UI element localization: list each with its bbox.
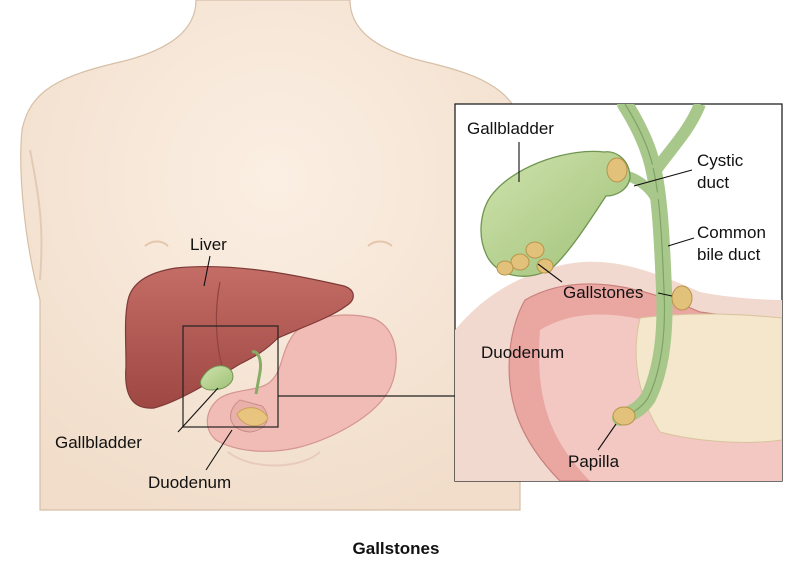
label-duodenum-inset: Duodenum xyxy=(481,343,564,362)
label-liver: Liver xyxy=(190,235,227,254)
label-papilla: Papilla xyxy=(568,452,620,471)
label-gallbladder-left: Gallbladder xyxy=(55,433,142,452)
stomach-duodenum-small xyxy=(206,314,397,467)
label-common-bile-duct-2: bile duct xyxy=(697,245,761,264)
label-gallstones: Gallstones xyxy=(563,283,643,302)
label-cystic-duct-1: Cystic xyxy=(697,151,744,170)
label-common-bile-duct-1: Common xyxy=(697,223,766,242)
label-duodenum-left: Duodenum xyxy=(148,473,231,492)
label-cystic-duct-2: duct xyxy=(697,173,729,192)
figure-caption: Gallstones xyxy=(353,539,440,558)
zoom-box xyxy=(182,325,279,428)
label-gallbladder-inset: Gallbladder xyxy=(467,119,554,138)
inset-anatomy xyxy=(455,104,782,481)
gallbladder-small xyxy=(199,350,262,395)
